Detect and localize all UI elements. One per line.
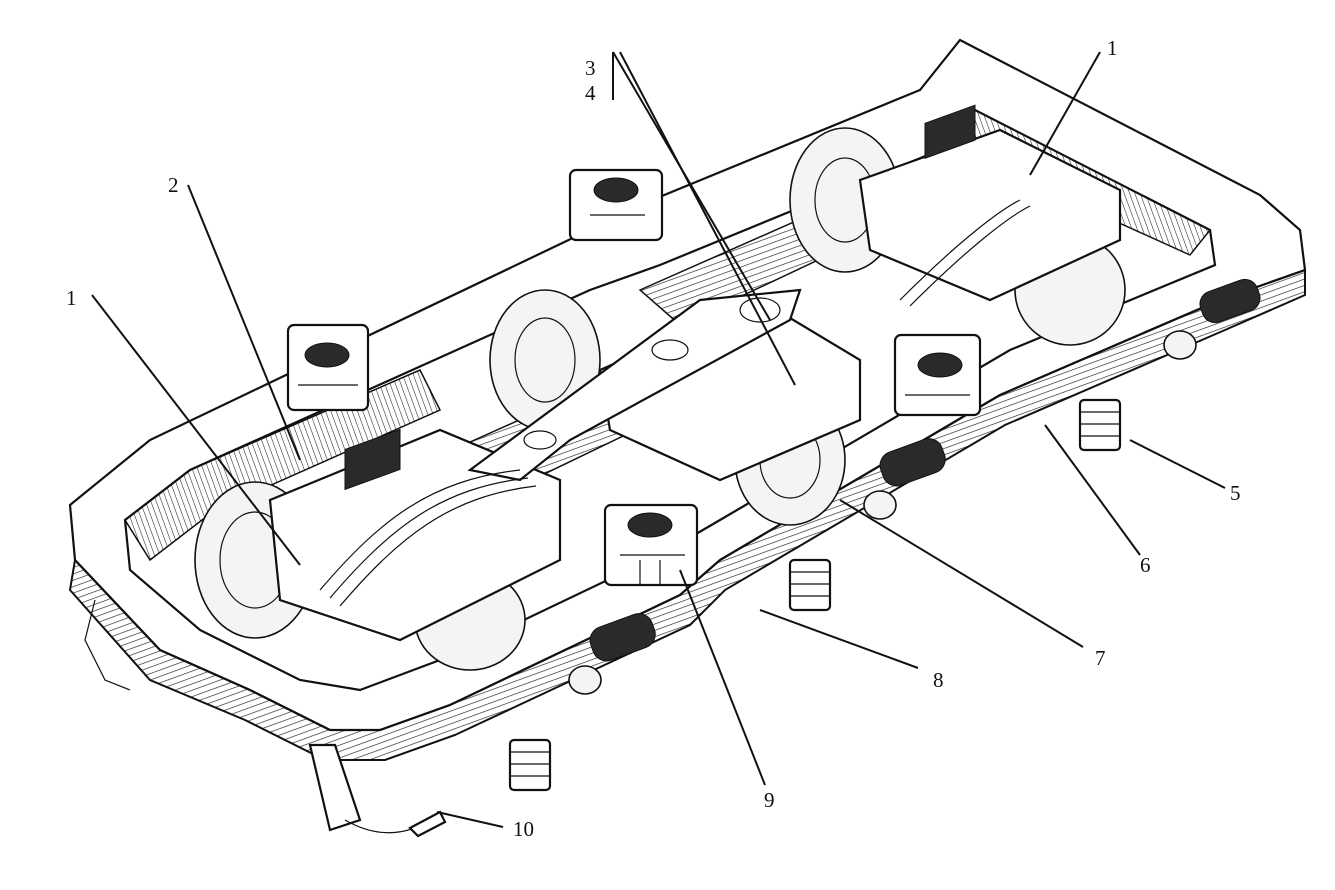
callout-8: 8 bbox=[933, 668, 944, 692]
leader-1-left bbox=[91, 294, 301, 566]
callout-7: 7 bbox=[1095, 646, 1106, 670]
side-bearer-top-center bbox=[568, 168, 664, 242]
damper-right bbox=[1078, 278, 1261, 452]
frame-end-beam-left bbox=[124, 369, 442, 562]
callout-2: 2 bbox=[168, 173, 179, 197]
terminal-box-left bbox=[344, 428, 401, 491]
callout-1-left: 1 bbox=[66, 286, 77, 310]
callout-4: 4 bbox=[585, 81, 596, 105]
leader-10 bbox=[436, 811, 504, 828]
terminal-box-right bbox=[924, 104, 976, 160]
leader-5 bbox=[1129, 439, 1226, 489]
leader-8 bbox=[759, 609, 919, 669]
callout-3: 3 bbox=[585, 56, 596, 80]
side-bearer-right bbox=[893, 333, 982, 417]
wheelsets bbox=[194, 104, 1126, 671]
leader-1-right bbox=[1029, 51, 1101, 176]
traction-rod-assembly bbox=[467, 288, 802, 482]
leader-4 bbox=[619, 51, 796, 386]
leader-lines bbox=[91, 51, 1226, 828]
callout-labels: 1 2 3 4 1 5 6 7 8 9 10 bbox=[66, 36, 1241, 841]
side-bearer-front bbox=[603, 503, 699, 587]
leader-9 bbox=[679, 569, 766, 786]
pivot-linkage bbox=[319, 199, 1031, 607]
leader-2 bbox=[187, 184, 301, 461]
side-bearer-left bbox=[286, 323, 370, 412]
damper-front-left bbox=[508, 613, 656, 792]
callout-9: 9 bbox=[764, 788, 775, 812]
traction-motor-left bbox=[268, 428, 562, 642]
suspension bbox=[84, 278, 1261, 838]
flange-lubricator-nozzle bbox=[408, 810, 447, 838]
rail-guard-front bbox=[308, 743, 362, 832]
damper-front-center bbox=[788, 438, 946, 612]
callout-5: 5 bbox=[1230, 481, 1241, 505]
sand-pipe-left bbox=[84, 599, 131, 691]
side-bearers bbox=[286, 168, 982, 587]
callout-1-right: 1 bbox=[1107, 36, 1118, 60]
traction-motor-right bbox=[858, 128, 1122, 302]
leader-6 bbox=[1044, 424, 1141, 556]
callout-10: 10 bbox=[513, 817, 534, 841]
leader-7 bbox=[839, 499, 1084, 648]
callout-6: 6 bbox=[1140, 553, 1151, 577]
frame-front-side bbox=[68, 268, 1306, 761]
